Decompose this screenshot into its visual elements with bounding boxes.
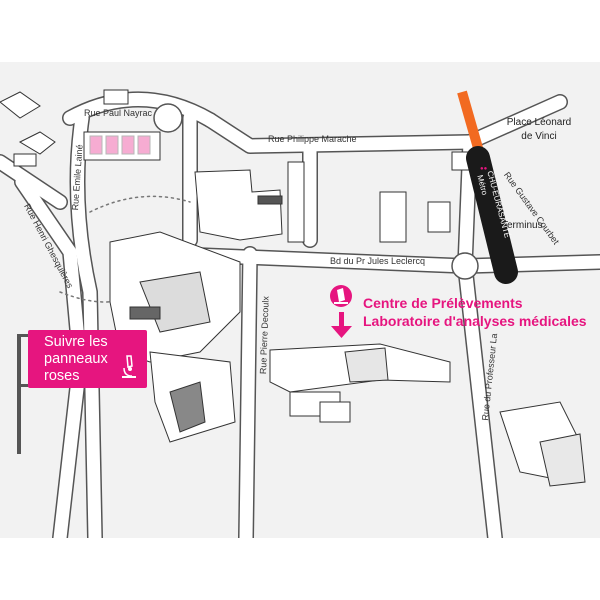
street-label-paul-nayrac: Rue Paul Nayrac <box>84 108 153 118</box>
microscope-icon <box>122 355 136 378</box>
street-label-jules-leclercq: Bd du Pr Jules Leclercq <box>330 256 426 266</box>
metro-dots: ●● <box>480 166 488 172</box>
place-leonard-de-vinci: Place Léonard de Vinci <box>496 116 582 144</box>
destination-title: Centre de Prélèvements <box>363 295 523 311</box>
map-drawing <box>0 89 600 538</box>
sign-line-3: roses <box>44 368 80 384</box>
destination-marker <box>330 285 352 338</box>
follow-signs-panel: Suivre les panneaux roses <box>28 330 147 388</box>
terminus-label: Terminus <box>502 220 543 231</box>
place-line-2: de Vinci <box>521 131 557 142</box>
place-line-1: Place Léonard <box>506 117 572 128</box>
street-label-philippe-marache: Rue Philippe Marache <box>268 134 357 144</box>
roads <box>0 91 600 538</box>
campus-map[interactable]: Rue Paul Nayrac Rue Philippe Marache Rue… <box>0 62 600 538</box>
buildings <box>0 89 586 487</box>
destination-subtitle: Laboratoire d'analyses médicales <box>363 313 587 329</box>
metro-line <box>457 90 518 284</box>
sign-line-1: Suivre les <box>44 334 108 350</box>
sign-line-2: panneaux <box>44 351 108 367</box>
sign-pole <box>17 334 29 454</box>
